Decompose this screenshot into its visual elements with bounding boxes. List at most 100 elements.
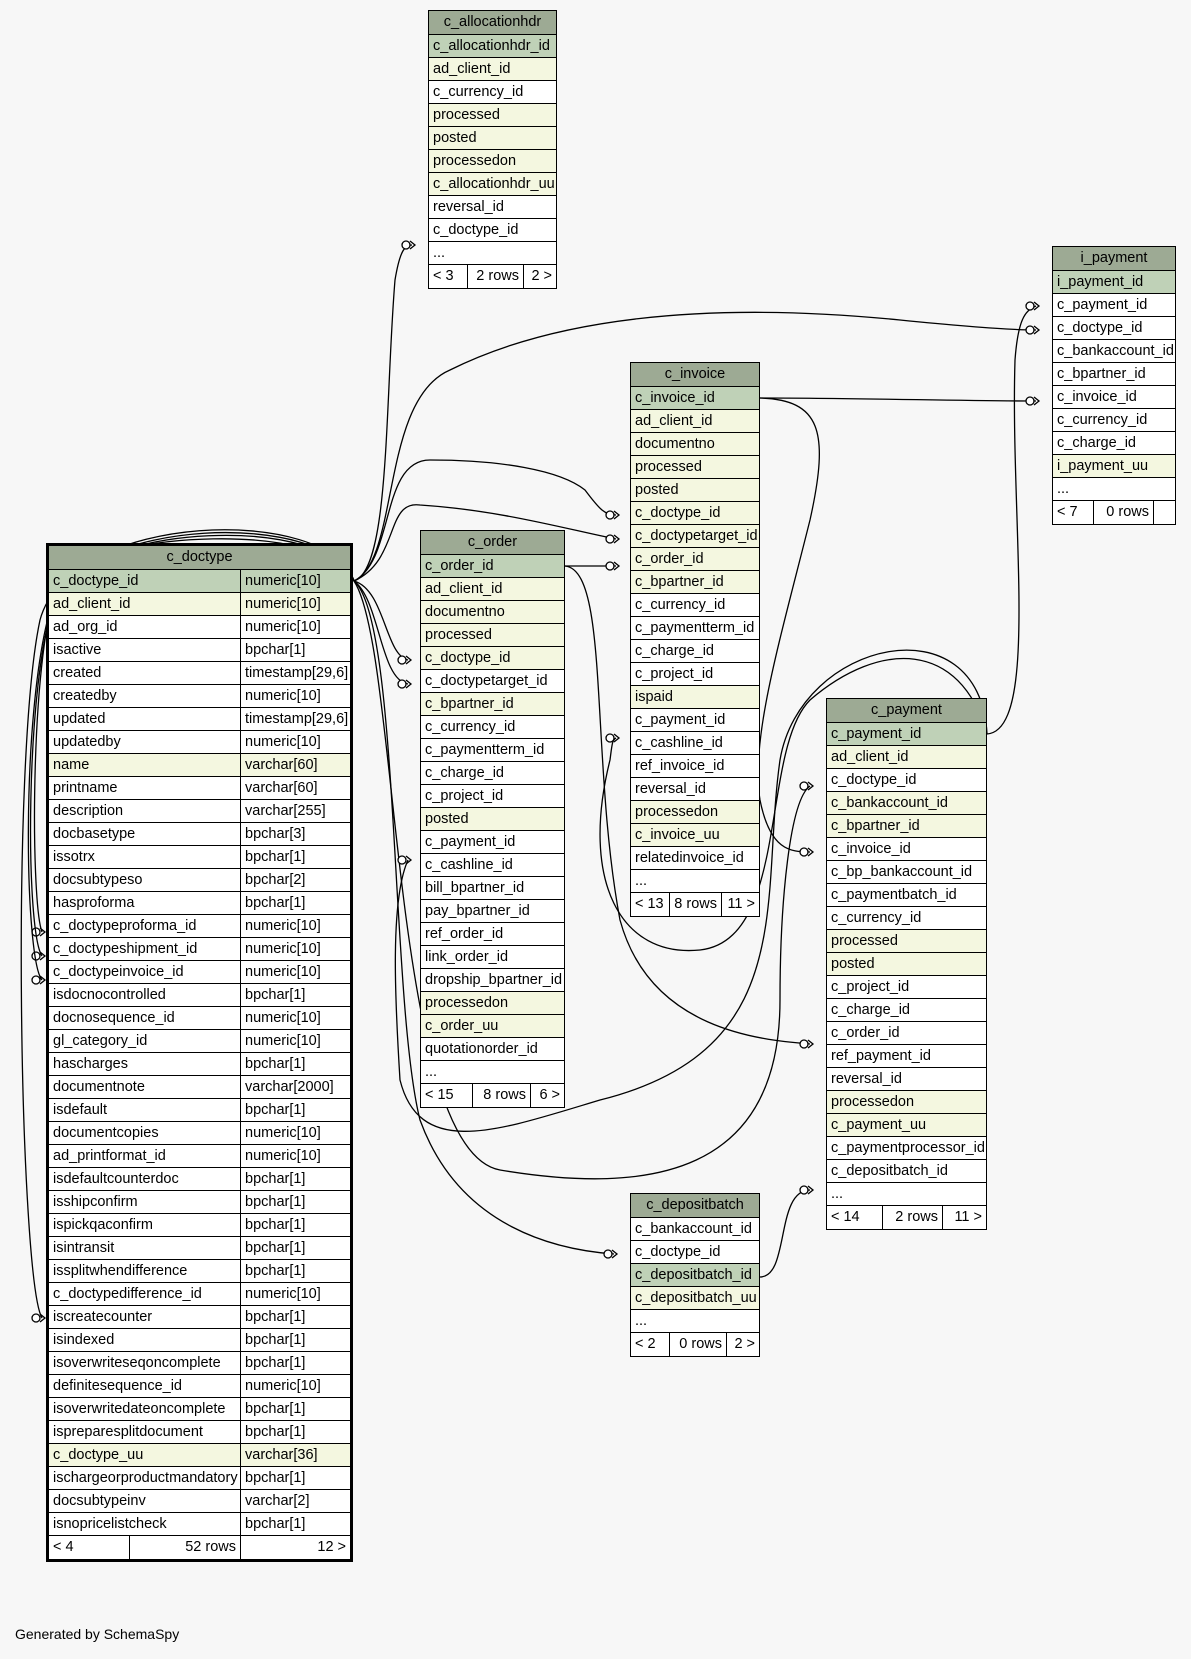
column-row[interactable]: c_order_id [827,1022,986,1045]
column-row[interactable]: c_bankaccount_id [827,792,986,815]
column-row[interactable]: c_cashline_id [631,732,759,755]
column-row[interactable]: c_doctypetarget_id [421,670,564,693]
column-row[interactable]: c_invoice_id [631,387,759,410]
column-row[interactable]: c_invoice_id [1053,386,1175,409]
column-row[interactable]: processed [827,930,986,953]
column-row[interactable]: reversal_id [429,196,556,219]
column-row[interactable]: ... [429,242,556,265]
column-row[interactable]: processedon [631,801,759,824]
column-row[interactable]: ... [1053,478,1175,501]
column-row[interactable]: c_doctype_id [631,1241,759,1264]
table-title[interactable]: c_doctype [49,546,350,570]
column-row[interactable]: processed [631,456,759,479]
column-row[interactable]: c_bpartner_id [631,571,759,594]
column-row[interactable]: ... [631,870,759,893]
column-row[interactable]: ... [827,1183,986,1206]
column-row[interactable]: documentno [631,433,759,456]
column-row[interactable]: reversal_id [827,1068,986,1091]
column-row[interactable]: c_charge_id [827,999,986,1022]
column-row[interactable]: c_bpartner_id [1053,363,1175,386]
column-row[interactable]: c_order_uu [421,1015,564,1038]
column-row[interactable]: ref_payment_id [827,1045,986,1068]
column-row[interactable]: c_paymentbatch_id [827,884,986,907]
table-title[interactable]: c_invoice [631,363,759,387]
column-row[interactable]: posted [631,479,759,502]
column-row[interactable]: c_currency_id [827,907,986,930]
column-row[interactable]: bill_bpartner_id [421,877,564,900]
column-row[interactable]: c_currency_id [421,716,564,739]
column-row[interactable]: c_payment_id [421,831,564,854]
column-row[interactable]: c_order_id [421,555,564,578]
column-row[interactable]: processedon [421,992,564,1015]
column-row[interactable]: posted [429,127,556,150]
column-row[interactable]: c_paymentprocessor_id [827,1137,986,1160]
column-row[interactable]: c_project_id [631,663,759,686]
column-row[interactable]: dropship_bpartner_id [421,969,564,992]
column-row[interactable]: c_depositbatch_uu [631,1287,759,1310]
column-row[interactable]: processed [429,104,556,127]
column-row[interactable]: processedon [827,1091,986,1114]
column-row[interactable]: c_project_id [421,785,564,808]
column-row[interactable]: c_currency_id [1053,409,1175,432]
column-row[interactable]: c_allocationhdr_id [429,35,556,58]
column-row[interactable]: c_payment_uu [827,1114,986,1137]
column-row[interactable]: ref_order_id [421,923,564,946]
column-row[interactable]: c_currency_id [429,81,556,104]
column-row[interactable]: c_doctype_id [827,769,986,792]
column-row[interactable]: c_bankaccount_id [1053,340,1175,363]
column-row[interactable]: i_payment_id [1053,271,1175,294]
column-row[interactable]: c_invoice_id [827,838,986,861]
column-row[interactable]: c_doctype_id [429,219,556,242]
column-row[interactable]: documentno [421,601,564,624]
column-row[interactable]: pay_bpartner_id [421,900,564,923]
column-row[interactable]: c_order_id [631,548,759,571]
column-row[interactable]: reversal_id [631,778,759,801]
column-row[interactable]: c_charge_id [1053,432,1175,455]
column-row[interactable]: c_invoice_uu [631,824,759,847]
column-row[interactable]: ad_client_id [429,58,556,81]
column-row[interactable]: c_depositbatch_id [631,1264,759,1287]
column-row[interactable]: c_doctype_id [421,647,564,670]
column-row[interactable]: posted [827,953,986,976]
column-row[interactable]: c_bp_bankaccount_id [827,861,986,884]
table-title[interactable]: c_order [421,531,564,555]
column-row[interactable]: c_payment_id [827,723,986,746]
column-row[interactable]: c_project_id [827,976,986,999]
column-row[interactable]: relatedinvoice_id [631,847,759,870]
column-row[interactable]: ad_client_id [827,746,986,769]
column-row[interactable]: c_charge_id [631,640,759,663]
column-row[interactable]: ... [421,1061,564,1084]
